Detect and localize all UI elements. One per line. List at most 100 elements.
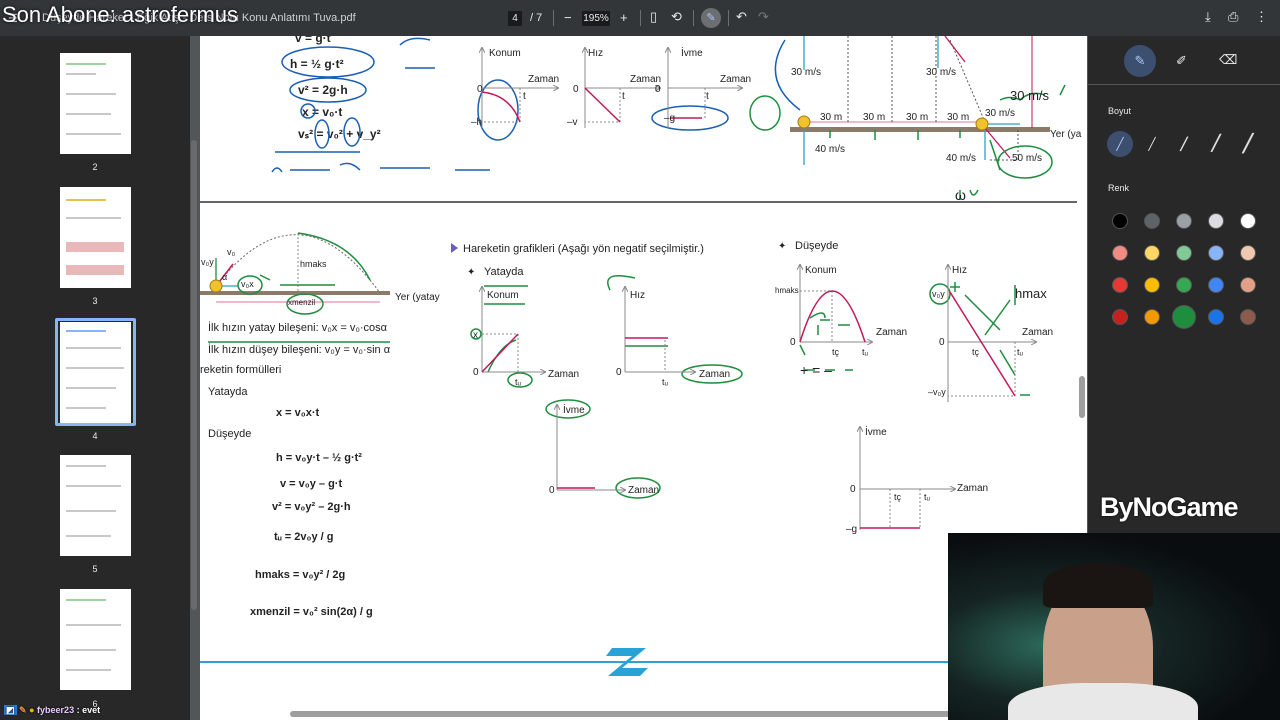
formulas-vertical-title: Düşeyde xyxy=(208,428,252,440)
axis-label: Hız xyxy=(588,48,603,59)
projectile-diagram: v₀y v₀ α v₀x hmaks xmenzil Yer (yatay xyxy=(200,233,440,307)
undo-icon[interactable]: ↶ xyxy=(736,9,747,24)
equation-v2: v² = 2g·h xyxy=(298,83,348,97)
download-icon[interactable]: ⤓ xyxy=(1205,9,1211,24)
color-swatch[interactable] xyxy=(1240,213,1256,229)
chat-username: fybeer23 xyxy=(37,705,75,715)
rotate-icon[interactable]: ⟲ xyxy=(671,9,682,24)
color-swatch[interactable] xyxy=(1144,245,1160,261)
color-swatch[interactable] xyxy=(1144,213,1160,229)
axis-label: tᵤ xyxy=(662,377,669,387)
color-swatch[interactable] xyxy=(1144,309,1160,325)
color-swatch[interactable] xyxy=(1112,277,1128,293)
formulas-horizontal-title: Yatayda xyxy=(208,386,248,398)
divider xyxy=(693,10,694,26)
highlighter-icon[interactable]: ✐ xyxy=(1176,53,1187,68)
axis-label: İvme xyxy=(865,425,887,438)
menu-icon[interactable]: ☰ xyxy=(8,13,18,25)
color-swatch[interactable] xyxy=(1208,245,1224,261)
bynogame-logo: ByNoGame xyxy=(1100,492,1239,522)
axis-label: v₀y xyxy=(932,289,945,299)
axis-label: –v₀y xyxy=(928,387,946,397)
color-swatch[interactable] xyxy=(1240,309,1256,325)
divider xyxy=(553,10,554,26)
diagram-label: 40 m/s xyxy=(815,144,845,155)
color-swatch[interactable] xyxy=(1208,213,1224,229)
size-option-4[interactable]: ╱ xyxy=(1211,135,1221,152)
color-swatch[interactable] xyxy=(1240,277,1256,293)
color-swatch[interactable] xyxy=(1112,213,1128,229)
blue-arrow-annotation xyxy=(774,39,801,111)
print-icon[interactable]: ⎙ xyxy=(1228,9,1239,24)
v-konum-curve xyxy=(799,290,866,343)
equation-vs: vₛ² = v₀² + v_y² xyxy=(298,127,381,141)
subscriber-overlay: Son Abone: astrofermus xyxy=(2,2,239,27)
size-option-2[interactable]: ╱ xyxy=(1148,137,1156,151)
zoom-out-button[interactable]: − xyxy=(564,10,572,25)
blue-annotations xyxy=(271,37,729,173)
color-swatch[interactable] xyxy=(1112,309,1128,325)
axis-label: 0 xyxy=(549,485,555,496)
axis-label: Zaman xyxy=(548,369,579,380)
size-option-1[interactable]: ╱ xyxy=(1107,131,1133,157)
chat-message: ◩ ✎ ● fybeer23 : evet xyxy=(4,705,100,716)
selected-thumbnail-border xyxy=(55,318,136,426)
divider xyxy=(728,10,729,26)
axis-label: 0 xyxy=(850,484,856,495)
thumbnail-label: 6 xyxy=(92,699,98,709)
page-thumbnail-current[interactable] xyxy=(60,322,131,423)
size-option-5[interactable]: ╱ xyxy=(1242,134,1254,153)
diagram-label: 30 m/s xyxy=(926,67,956,78)
color-swatch[interactable] xyxy=(1208,277,1224,293)
axis-label: 0 xyxy=(939,337,945,348)
streamer-shirt xyxy=(1008,683,1198,720)
sidebar-scrollbar[interactable] xyxy=(191,140,197,610)
color-swatch[interactable] xyxy=(1176,245,1192,261)
diagram-label: 30 m xyxy=(947,112,969,123)
color-swatch[interactable] xyxy=(1176,213,1192,229)
page-thumbnail[interactable] xyxy=(60,187,131,288)
eraser-icon[interactable]: ⌫ xyxy=(1219,52,1238,67)
diagram-label: Yer (yatay xyxy=(395,292,440,303)
fit-page-icon[interactable]: ▯ xyxy=(650,9,658,24)
handwritten-note: ω xyxy=(955,187,966,203)
subsection-title: Yatayda xyxy=(484,266,524,278)
axis-label: 0 xyxy=(655,84,661,95)
page-number-input[interactable]: 4 xyxy=(508,11,522,26)
axis-label: Konum xyxy=(489,48,521,59)
page-horizontal-scrollbar[interactable] xyxy=(290,711,950,717)
color-swatch[interactable] xyxy=(1176,277,1192,293)
pen-icon[interactable]: ✎ xyxy=(1124,45,1156,77)
zoom-in-button[interactable]: + xyxy=(620,10,628,25)
diagram-label: 30 m/s xyxy=(791,67,821,78)
diagram-label: Yer (ya xyxy=(1050,129,1082,140)
page-vertical-scrollbar[interactable] xyxy=(1079,376,1085,418)
bullet-triangle-icon xyxy=(451,243,458,253)
axis-label: t xyxy=(622,91,625,102)
page-thumbnail[interactable] xyxy=(60,455,131,556)
color-swatch[interactable] xyxy=(1208,309,1224,325)
page-thumbnail[interactable] xyxy=(60,53,131,154)
color-swatch[interactable] xyxy=(1112,245,1128,261)
axis-label: Konum xyxy=(805,265,837,276)
axis-label: tᵤ xyxy=(862,347,869,357)
size-option-3[interactable]: ╱ xyxy=(1180,137,1188,151)
redo-icon[interactable]: ↷ xyxy=(758,9,769,24)
axis-label: Zaman xyxy=(1022,327,1053,338)
more-icon[interactable]: ⋮ xyxy=(1255,9,1268,24)
formula-xmenzil: xmenzil = v₀² sin(2α) / g xyxy=(250,606,373,618)
zoom-level-input[interactable]: 195% xyxy=(582,11,610,26)
color-swatch[interactable] xyxy=(1144,277,1160,293)
axis-label: Zaman xyxy=(720,74,751,85)
annotate-pen-icon[interactable]: ✎ xyxy=(701,8,721,28)
page-thumbnail[interactable] xyxy=(60,589,131,690)
axis-label: Hız xyxy=(952,265,967,276)
pdf-toolbar: ☰ Düşeyde Hareket - Eğik Atış - Ders Not… xyxy=(0,0,1280,36)
color-swatch[interactable] xyxy=(1240,245,1256,261)
handwritten-note: + = – xyxy=(800,362,832,378)
axis-label: Zaman xyxy=(628,485,659,496)
axis-label: Zaman xyxy=(957,483,988,494)
axis-label: Konum xyxy=(487,290,519,301)
formulas-title: reketin formülleri xyxy=(200,364,282,376)
color-swatch-selected[interactable] xyxy=(1172,305,1196,329)
